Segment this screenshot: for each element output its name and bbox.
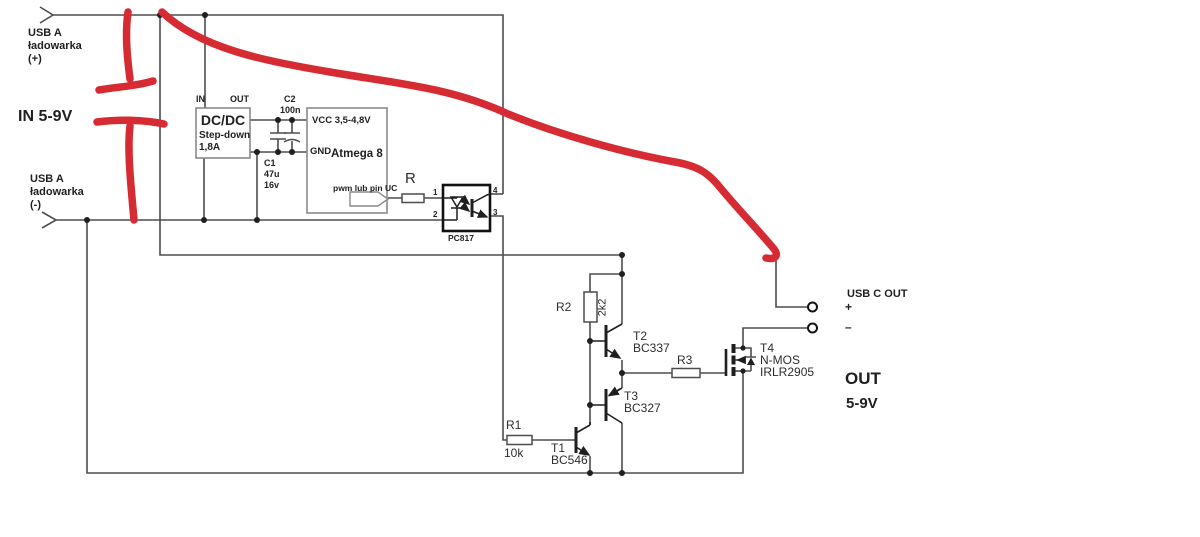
in-voltage-label: IN 5-9V xyxy=(18,108,73,125)
out-label: OUT xyxy=(845,369,881,388)
r1-label: R1 xyxy=(506,418,522,432)
usb-c-minus-terminal xyxy=(807,322,818,334)
usb-a-minus-connector-icon xyxy=(41,211,58,229)
red-wire-to-output xyxy=(158,8,781,263)
body-diode-icon xyxy=(747,357,755,365)
resistor-r-label: R xyxy=(405,170,416,187)
opto-pin2-label: 2 xyxy=(433,210,438,219)
dcdc-box xyxy=(195,107,251,159)
transistor-t1 xyxy=(574,422,591,456)
opto-pin1-label: 1 xyxy=(433,188,438,197)
pwm-pin-arrow-icon xyxy=(349,191,390,207)
wires xyxy=(39,6,807,474)
pc817-internals xyxy=(443,193,491,221)
t4-type: N-MOS xyxy=(760,353,800,367)
transistor-t3 xyxy=(590,386,623,424)
out-voltage: 5-9V xyxy=(846,395,878,412)
mcu-gnd-label: GND xyxy=(310,146,332,157)
opto-name: PC817 xyxy=(448,233,474,243)
resistor-r1-body xyxy=(506,434,533,446)
resistors xyxy=(401,193,701,446)
t4-part: IRLR2905 xyxy=(760,365,815,379)
dcdc-current: 1,8A xyxy=(199,142,221,153)
mcu-vcc-label: VCC 3,5-4,8V xyxy=(312,115,371,126)
transistor-t4-mosfet xyxy=(724,344,755,376)
r1-value: 10k xyxy=(504,446,524,460)
t3-label: T3 xyxy=(624,389,639,403)
dcdc-pin-out-label: OUT xyxy=(230,94,249,104)
opto-pin4-label: 4 xyxy=(493,186,498,195)
c2-name: C2 xyxy=(284,94,296,104)
resistor-r2-body xyxy=(583,291,598,323)
light-arrow-icon xyxy=(459,201,471,212)
t4-label: T4 xyxy=(760,341,775,355)
r2-label: R2 xyxy=(556,300,572,314)
c2-value: 100n xyxy=(280,105,301,115)
red-stroke-top xyxy=(122,8,134,83)
usb-c-minus-label: – xyxy=(845,320,852,334)
usb-c-out-title: USB C OUT xyxy=(847,288,908,300)
r3-label: R3 xyxy=(677,353,693,367)
r2-value: 2k2 xyxy=(596,298,609,317)
usb-c-plus-terminal xyxy=(807,301,818,313)
t3-part: BC327 xyxy=(624,401,661,415)
mcu-name: Atmega 8 xyxy=(331,148,383,160)
red-dash-lower xyxy=(93,116,168,128)
t1-part: BC546 xyxy=(551,453,588,467)
t2-label: T2 xyxy=(633,329,648,343)
transistor-t2 xyxy=(590,323,623,359)
mcu-pwm-label: pwm lub pin UC xyxy=(333,183,398,193)
junction-dots xyxy=(84,12,746,476)
dcdc-type: Step-down xyxy=(199,130,251,141)
hand-drawn-annotation xyxy=(93,8,781,263)
c1-name: C1 xyxy=(264,158,276,168)
resistor-r3-body xyxy=(671,367,701,379)
c1-voltage: 16v xyxy=(264,180,280,190)
resistor-r-body xyxy=(401,193,425,204)
usb-c-plus-label: + xyxy=(845,300,853,314)
red-dash-upper xyxy=(95,77,157,94)
red-stroke-bottom xyxy=(125,122,138,224)
dcdc-name: DC/DC xyxy=(200,112,246,128)
opto-pin3-label: 3 xyxy=(493,208,498,217)
capacitor-c2 xyxy=(283,120,301,152)
usb-a-plus-connector-icon xyxy=(39,6,55,24)
c1-value: 47u xyxy=(264,169,280,179)
capacitor-c1 xyxy=(270,120,286,152)
t2-part: BC337 xyxy=(633,341,670,355)
t1-label: T1 xyxy=(551,441,566,455)
dcdc-pin-in-label: IN xyxy=(196,94,205,104)
